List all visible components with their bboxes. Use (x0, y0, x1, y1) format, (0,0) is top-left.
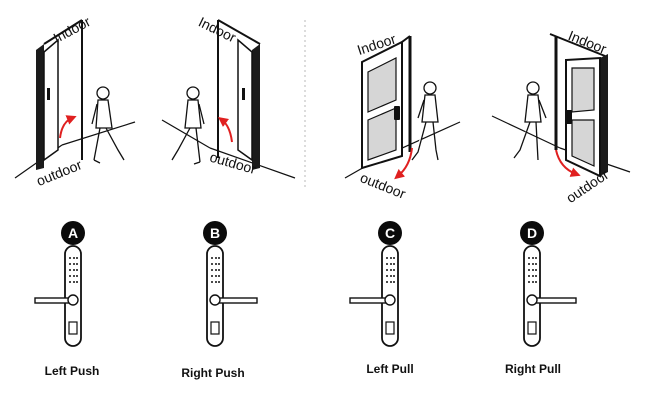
person-figure (171, 86, 205, 165)
panel-d-scene (491, 33, 631, 178)
panel-b-scene (161, 19, 296, 179)
door-panel-lower (571, 119, 595, 167)
push-arrow (59, 115, 77, 139)
caption-left-push: Left Push (44, 364, 100, 378)
lock-a (34, 245, 82, 347)
door-panel-upper (367, 57, 397, 113)
badge-c: C (378, 221, 402, 245)
badge-d: D (520, 221, 544, 245)
door-handle (394, 106, 400, 120)
lock-b (206, 245, 258, 347)
door-frame-right (252, 44, 260, 170)
pull-arrow (394, 147, 413, 180)
door-panel-lower (367, 107, 397, 161)
person-figure (411, 81, 439, 161)
panel-a-scene (14, 19, 136, 179)
door-frame-top (43, 19, 83, 45)
panel-c-scene (344, 35, 461, 180)
door-handle (47, 88, 50, 100)
door-frame-right (600, 54, 608, 176)
door-handle (566, 110, 572, 124)
door-frame-top (217, 19, 261, 45)
push-arrow (218, 116, 233, 143)
person-figure (91, 86, 125, 164)
door-panel-upper (571, 67, 595, 113)
lock-c (349, 245, 399, 347)
door-handle (242, 88, 245, 100)
caption-right-pull: Right Pull (505, 362, 561, 376)
person-figure (513, 81, 547, 161)
door-frame-left (36, 44, 44, 170)
badge-b: B (203, 221, 227, 245)
pull-arrow (555, 149, 581, 177)
door-leaf (43, 38, 59, 162)
badge-a: A (61, 221, 85, 245)
door-frame-top (549, 33, 606, 57)
caption-right-push: Right Push (181, 366, 245, 380)
caption-left-pull: Left Pull (366, 362, 414, 376)
lock-d (523, 245, 577, 347)
